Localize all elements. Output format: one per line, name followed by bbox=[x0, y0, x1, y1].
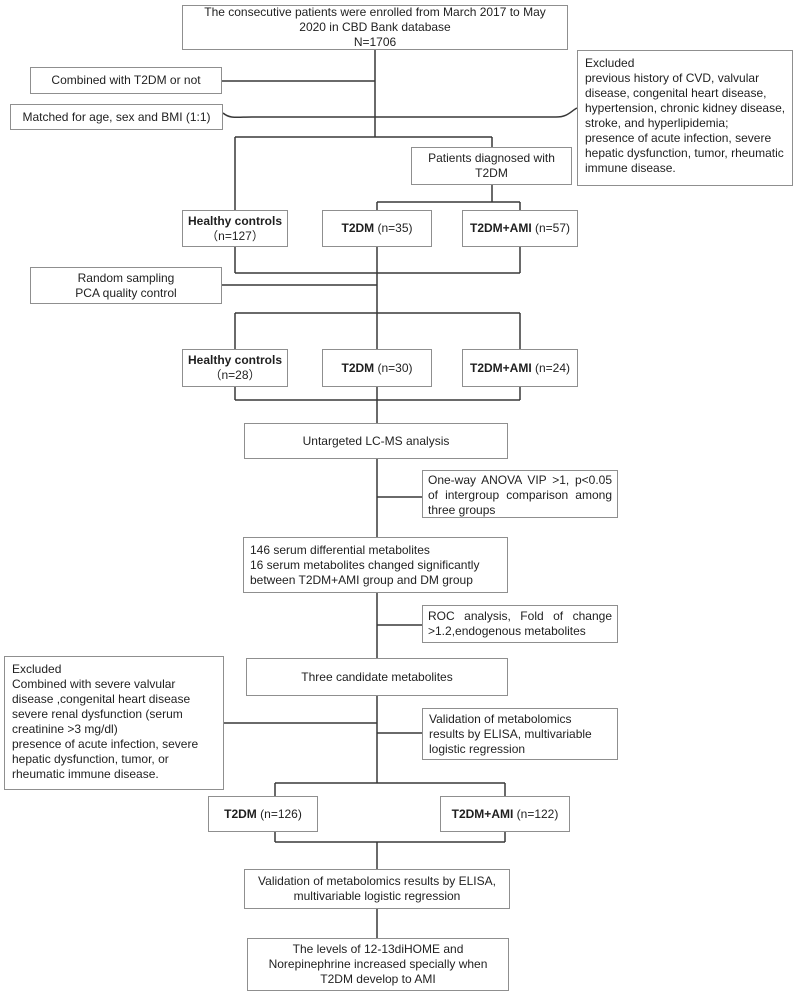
roc-line: ROC analysis, Fold of change bbox=[428, 609, 612, 623]
differential-metabolites-box: 146 serum differential metabolites 16 se… bbox=[243, 537, 508, 593]
group-count: (n=30) bbox=[374, 360, 413, 375]
exclusion-line: severe renal dysfunction (serum bbox=[12, 707, 183, 721]
group-label: T2DM bbox=[341, 221, 375, 235]
healthy-controls-127-box: Healthy controls （n=127） bbox=[182, 210, 288, 247]
patients-t2dm-box: Patients diagnosed with T2DM bbox=[411, 147, 572, 185]
matched-criteria-box: Matched for age, sex and BMI (1:1) bbox=[10, 104, 223, 130]
conclusion-line: Norepinephrine increased specially when bbox=[268, 957, 488, 971]
matched-criteria-label: Matched for age, sex and BMI (1:1) bbox=[22, 109, 211, 124]
group-count: (n=57) bbox=[531, 221, 571, 235]
t2dm-126-box: T2DM (n=126) bbox=[208, 796, 318, 832]
connector-top-spine bbox=[222, 50, 578, 137]
enrollment-line: 2020 in CBD Bank database bbox=[299, 20, 451, 34]
group-label: Healthy controls bbox=[187, 353, 283, 367]
elisa-validation-side-box: Validation of metabolomics results by EL… bbox=[422, 708, 618, 760]
anova-line: of intergroup comparison among bbox=[428, 488, 612, 502]
roc-line: >1.2,endogenous metabolites bbox=[428, 624, 586, 638]
group-label: Healthy controls bbox=[187, 213, 283, 228]
conclusion-line: T2DM develop to AMI bbox=[320, 972, 436, 986]
exclusion-criteria-top-box: Excluded previous history of CVD, valvul… bbox=[577, 50, 793, 186]
candidate-metabolites-label: Three candidate metabolites bbox=[301, 669, 453, 684]
group-count: (n=35) bbox=[374, 221, 413, 235]
connector-branch-row1 bbox=[234, 136, 521, 210]
exclusion-line: rheumatic immune disease. bbox=[12, 767, 159, 781]
exclusion-line: Combined with severe valvular bbox=[12, 677, 176, 691]
roc-filter-box: ROC analysis, Fold of change >1.2,endoge… bbox=[422, 605, 618, 643]
group-label: T2DM+AMI bbox=[469, 360, 532, 375]
exclusion-line: Excluded bbox=[585, 56, 635, 70]
exclusion-criteria-bottom-box: Excluded Combined with severe valvular d… bbox=[4, 656, 224, 790]
group-count: (n=126) bbox=[256, 806, 302, 821]
elisa-validation-bottom-box: Validation of metabolomics results by EL… bbox=[244, 869, 510, 909]
t2dm-ami-122-box: T2DM+AMI (n=122) bbox=[440, 796, 570, 832]
connector-row2-to-lcms bbox=[234, 387, 521, 423]
t2dm-35-box: T2DM (n=35) bbox=[322, 210, 432, 247]
connector-row1-to-row2 bbox=[222, 247, 521, 349]
exclusion-line: hepatic dysfunction, tumor, or bbox=[12, 752, 169, 766]
exclusion-line: disease, congenital heart disease, bbox=[585, 86, 767, 100]
enrollment-line: The consecutive patients were enrolled f… bbox=[204, 5, 546, 19]
group-label: T2DM bbox=[341, 360, 375, 375]
validation-line: multivariable logistic regression bbox=[293, 889, 461, 903]
exclusion-line: Excluded bbox=[12, 662, 62, 676]
exclusion-line: stroke, and hyperlipidemia; bbox=[585, 116, 729, 130]
exclusion-line: hypertension, chronic kidney disease, bbox=[585, 101, 786, 115]
conclusion-line: The levels of 12-13diHOME and bbox=[292, 942, 464, 956]
enrollment-count: N=1706 bbox=[353, 35, 397, 49]
random-sampling-box: Random sampling PCA quality control bbox=[30, 267, 222, 304]
connector-lcms-to-candidate bbox=[376, 459, 422, 658]
validation-line: results by ELISA, multivariable bbox=[429, 727, 592, 741]
t2dm-ami-24-box: T2DM+AMI (n=24) bbox=[462, 349, 578, 387]
group-count: (n=122) bbox=[513, 806, 559, 821]
conclusion-box: The levels of 12-13diHOME and Norepineph… bbox=[247, 938, 509, 991]
exclusion-line: previous history of CVD, valvular bbox=[585, 71, 760, 85]
validation-line: logistic regression bbox=[429, 742, 526, 756]
anova-line: three groups bbox=[428, 503, 496, 517]
validation-line: Validation of metabolomics bbox=[429, 712, 572, 726]
exclusion-line: immune disease. bbox=[585, 161, 676, 175]
exclusion-line: disease ,congenital heart disease bbox=[12, 692, 191, 706]
validation-line: Validation of metabolomics results by EL… bbox=[258, 874, 496, 888]
exclusion-line: hepatic dysfunction, tumor, rheumatic bbox=[585, 146, 784, 160]
candidate-metabolites-box: Three candidate metabolites bbox=[246, 658, 508, 696]
patients-t2dm-line: Patients diagnosed with bbox=[428, 151, 555, 165]
metabolites-line: 146 serum differential metabolites bbox=[250, 543, 430, 557]
metabolites-line: between T2DM+AMI group and DM group bbox=[250, 573, 473, 587]
exclusion-line: presence of acute infection, severe bbox=[12, 737, 199, 751]
patients-t2dm-line: T2DM bbox=[475, 166, 508, 180]
group-label: T2DM bbox=[224, 806, 257, 821]
exclusion-line: creatinine >3 mg/dl) bbox=[12, 722, 118, 736]
anova-filter-box: One-way ANOVA VIP >1, p<0.05 of intergro… bbox=[422, 470, 618, 518]
group-count: (n=24) bbox=[531, 360, 571, 375]
combined-t2dm-box: Combined with T2DM or not bbox=[30, 67, 222, 94]
random-sampling-line: PCA quality control bbox=[75, 285, 177, 300]
combined-t2dm-label: Combined with T2DM or not bbox=[51, 73, 201, 87]
group-count: （n=127） bbox=[206, 228, 264, 243]
lcms-analysis-box: Untargeted LC-MS analysis bbox=[244, 423, 508, 459]
enrollment-box: The consecutive patients were enrolled f… bbox=[182, 5, 568, 50]
metabolites-line: 16 serum metabolites changed significant… bbox=[250, 558, 480, 572]
group-label: T2DM+AMI bbox=[451, 806, 514, 821]
t2dm-ami-57-box: T2DM+AMI (n=57) bbox=[462, 210, 578, 247]
group-count: （n=28） bbox=[209, 368, 261, 382]
lcms-analysis-label: Untargeted LC-MS analysis bbox=[302, 433, 450, 448]
t2dm-30-box: T2DM (n=30) bbox=[322, 349, 432, 387]
group-label: T2DM+AMI bbox=[469, 221, 532, 235]
random-sampling-line: Random sampling bbox=[77, 270, 175, 285]
exclusion-line: presence of acute infection, severe bbox=[585, 131, 772, 145]
anova-line: One-way ANOVA VIP >1, p<0.05 bbox=[428, 473, 612, 487]
healthy-controls-28-box: Healthy controls （n=28） bbox=[182, 349, 288, 387]
